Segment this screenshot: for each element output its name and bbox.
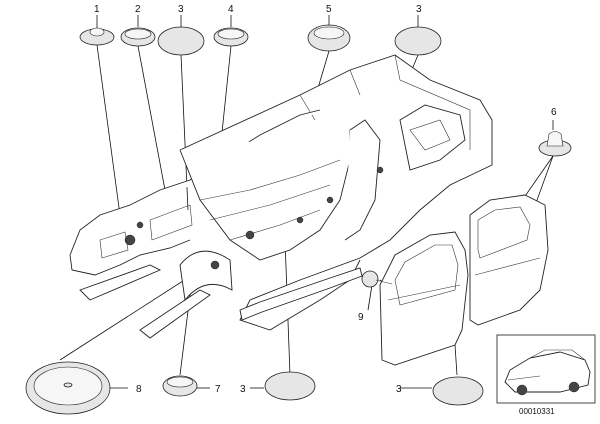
callout-3-top: 3 — [178, 4, 184, 15]
plug-part-1 — [79, 27, 115, 46]
callout-5: 5 — [326, 4, 332, 15]
callout-9: 9 — [358, 312, 364, 323]
plug-part-8 — [25, 361, 111, 415]
plug-part-7 — [162, 375, 198, 397]
rear-door — [469, 194, 549, 326]
callout-3-bottom: 3 — [240, 384, 246, 395]
plug-part-3-top-right — [394, 26, 442, 56]
callout-4: 4 — [228, 4, 234, 15]
plug-part-3-bottom-right — [432, 376, 484, 406]
car-body-shell — [69, 54, 493, 339]
plug-part-2 — [120, 27, 156, 47]
callout-1: 1 — [94, 4, 100, 15]
callout-3-top-right: 3 — [416, 4, 422, 15]
grommet-part-9 — [361, 270, 393, 288]
plug-part-3-bottom — [264, 371, 316, 401]
document-number: 00010331 — [519, 407, 555, 416]
callout-3-bottom-right: 3 — [396, 384, 402, 395]
plug-part-5 — [307, 24, 351, 52]
callout-2: 2 — [135, 4, 141, 15]
vehicle-inset — [496, 334, 596, 404]
callout-6-right: 6 — [551, 107, 557, 118]
clip-part-6 — [538, 131, 572, 157]
front-door — [379, 231, 469, 366]
callout-7: 7 — [215, 384, 221, 395]
plug-part-3-top — [157, 26, 205, 56]
callout-8: 8 — [136, 384, 142, 395]
plug-part-4 — [213, 27, 249, 47]
